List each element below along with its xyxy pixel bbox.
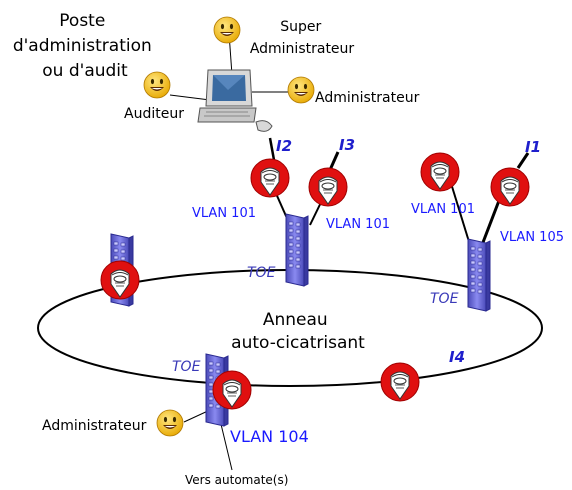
interface-i2: I2 bbox=[276, 137, 292, 155]
toe-top-label: TOE bbox=[247, 265, 276, 281]
interface-i1: I1 bbox=[525, 138, 541, 156]
toe-right-switch-icon bbox=[467, 238, 491, 312]
i2-marker-icon bbox=[250, 158, 290, 198]
toe-bottom-marker-icon bbox=[212, 370, 252, 410]
interface-i3: I3 bbox=[339, 136, 355, 154]
ring-label: Anneau auto-cicatrisant bbox=[231, 310, 365, 353]
right-vlan101-marker-icon bbox=[420, 152, 460, 192]
link-i2-workstation bbox=[268, 137, 276, 161]
ring-label-line-1: Anneau bbox=[263, 310, 328, 330]
vlan-right-b: VLAN 105 bbox=[500, 230, 564, 245]
automate-label: Vers automate(s) bbox=[185, 473, 288, 487]
admin-label: Administrateur bbox=[315, 90, 420, 106]
station-title-line-2: d'administration bbox=[13, 36, 152, 56]
link-i3-uplink bbox=[328, 151, 340, 171]
i4-marker-icon bbox=[380, 362, 420, 402]
auditor-label: Auditeur bbox=[124, 106, 184, 122]
auditor-smiley-icon bbox=[143, 71, 171, 99]
toe-top-switch-icon bbox=[285, 213, 309, 287]
ring-label-line-2: auto-cicatrisant bbox=[231, 333, 365, 353]
link-i1-toe bbox=[480, 197, 502, 246]
admin-bottom-smiley-icon bbox=[156, 409, 184, 437]
station-title: Poste d'administration ou d'audit bbox=[13, 11, 157, 81]
link-left-marker-toe bbox=[449, 179, 471, 246]
interface-i4: I4 bbox=[449, 348, 465, 366]
vlan-left-a: VLAN 101 bbox=[192, 206, 256, 221]
admin-bottom-label: Administrateur bbox=[42, 418, 147, 434]
station-title-line-3: ou d'audit bbox=[42, 61, 128, 81]
super-admin-line-2: Administrateur bbox=[250, 41, 355, 57]
vlan-bottom: VLAN 104 bbox=[230, 427, 309, 446]
super-admin-line-1: Super bbox=[280, 19, 321, 35]
vlan-right-a: VLAN 101 bbox=[411, 202, 475, 217]
ring-left-marker-icon bbox=[100, 260, 140, 300]
super-admin-smiley-icon bbox=[213, 16, 241, 44]
admin-smiley-icon bbox=[287, 76, 315, 104]
link-i1-uplink bbox=[516, 152, 530, 169]
link-auditor bbox=[169, 94, 211, 101]
i3-marker-icon bbox=[308, 167, 348, 207]
station-title-line-1: Poste bbox=[59, 11, 105, 31]
i1-marker-icon bbox=[490, 167, 530, 207]
vlan-left-b: VLAN 101 bbox=[326, 217, 390, 232]
toe-bottom-label: TOE bbox=[172, 359, 201, 375]
link-automate bbox=[219, 419, 233, 471]
super-admin-label: Super Administrateur bbox=[250, 19, 355, 57]
workstation-icon bbox=[197, 69, 273, 132]
toe-right-label: TOE bbox=[430, 291, 459, 307]
